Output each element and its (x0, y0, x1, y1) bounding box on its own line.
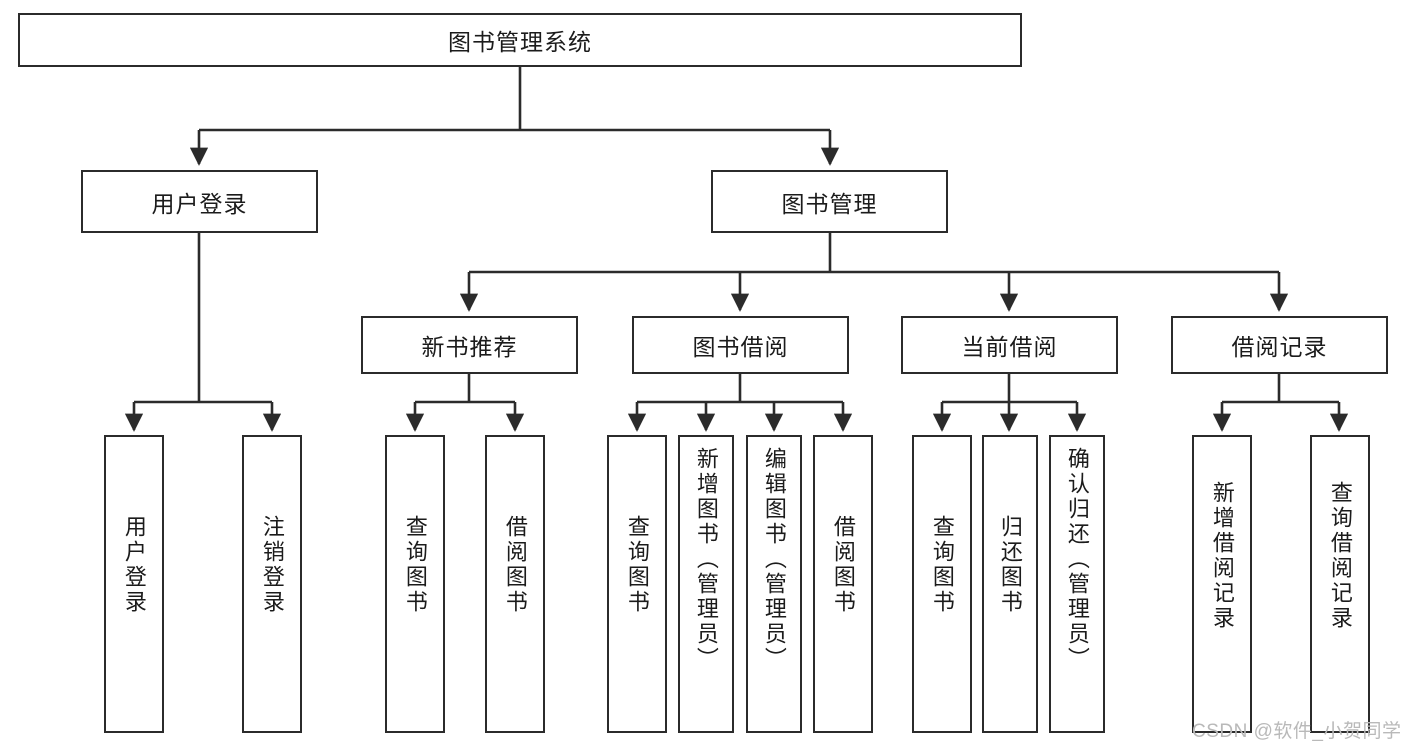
node-user-login[interactable]: 用户登录 (81, 170, 318, 233)
node-leaf-add-record-label: 新增借阅记录 (1209, 481, 1235, 631)
node-leaf-logout-login-label: 注销登录 (259, 515, 285, 615)
csdn-watermark: CSDN @软件_小贺同学 (1192, 721, 1402, 742)
node-leaf-return-book-label: 归还图书 (997, 515, 1023, 615)
node-book-manage-label: 图书管理 (781, 190, 878, 217)
node-leaf-logout-login[interactable]: 注销登录 (242, 435, 302, 733)
node-leaf-user-login[interactable]: 用户登录 (104, 435, 164, 733)
node-root[interactable]: 图书管理系统 (18, 13, 1022, 67)
node-new-book-recommend-label: 新书推荐 (421, 334, 518, 360)
node-leaf-query-book-1[interactable]: 查询图书 (385, 435, 445, 733)
node-leaf-edit-book-label: 编辑图书（管理员） (761, 447, 787, 672)
node-leaf-user-login-label: 用户登录 (121, 515, 147, 615)
node-leaf-confirm-return[interactable]: 确认归还（管理员） (1049, 435, 1105, 733)
node-leaf-borrow-book-1-label: 借阅图书 (502, 515, 528, 615)
node-leaf-add-book[interactable]: 新增图书（管理员） (678, 435, 734, 733)
node-book-borrow[interactable]: 图书借阅 (632, 316, 849, 374)
node-leaf-query-book-1-label: 查询图书 (402, 515, 428, 615)
node-book-manage[interactable]: 图书管理 (711, 170, 948, 233)
node-leaf-query-book-3[interactable]: 查询图书 (912, 435, 972, 733)
node-leaf-query-book-3-label: 查询图书 (929, 515, 955, 615)
node-borrow-record[interactable]: 借阅记录 (1171, 316, 1388, 374)
node-leaf-edit-book[interactable]: 编辑图书（管理员） (746, 435, 802, 733)
node-leaf-borrow-book-2[interactable]: 借阅图书 (813, 435, 873, 733)
node-new-book-recommend[interactable]: 新书推荐 (361, 316, 578, 374)
node-leaf-query-record[interactable]: 查询借阅记录 (1310, 435, 1370, 733)
node-user-login-label: 用户登录 (151, 190, 248, 217)
node-leaf-query-book-2-label: 查询图书 (624, 515, 650, 615)
node-leaf-add-record[interactable]: 新增借阅记录 (1192, 435, 1252, 733)
node-leaf-query-record-label: 查询借阅记录 (1327, 481, 1353, 631)
node-current-borrow[interactable]: 当前借阅 (901, 316, 1118, 374)
node-leaf-return-book[interactable]: 归还图书 (982, 435, 1038, 733)
node-root-label: 图书管理系统 (448, 29, 592, 55)
node-borrow-record-label: 借阅记录 (1231, 334, 1328, 360)
node-leaf-query-book-2[interactable]: 查询图书 (607, 435, 667, 733)
node-leaf-confirm-return-label: 确认归还（管理员） (1064, 447, 1090, 672)
node-leaf-borrow-book-2-label: 借阅图书 (830, 515, 856, 615)
node-book-borrow-label: 图书借阅 (692, 334, 789, 360)
node-current-borrow-label: 当前借阅 (961, 334, 1058, 360)
node-leaf-borrow-book-1[interactable]: 借阅图书 (485, 435, 545, 733)
node-leaf-add-book-label: 新增图书（管理员） (693, 447, 719, 672)
